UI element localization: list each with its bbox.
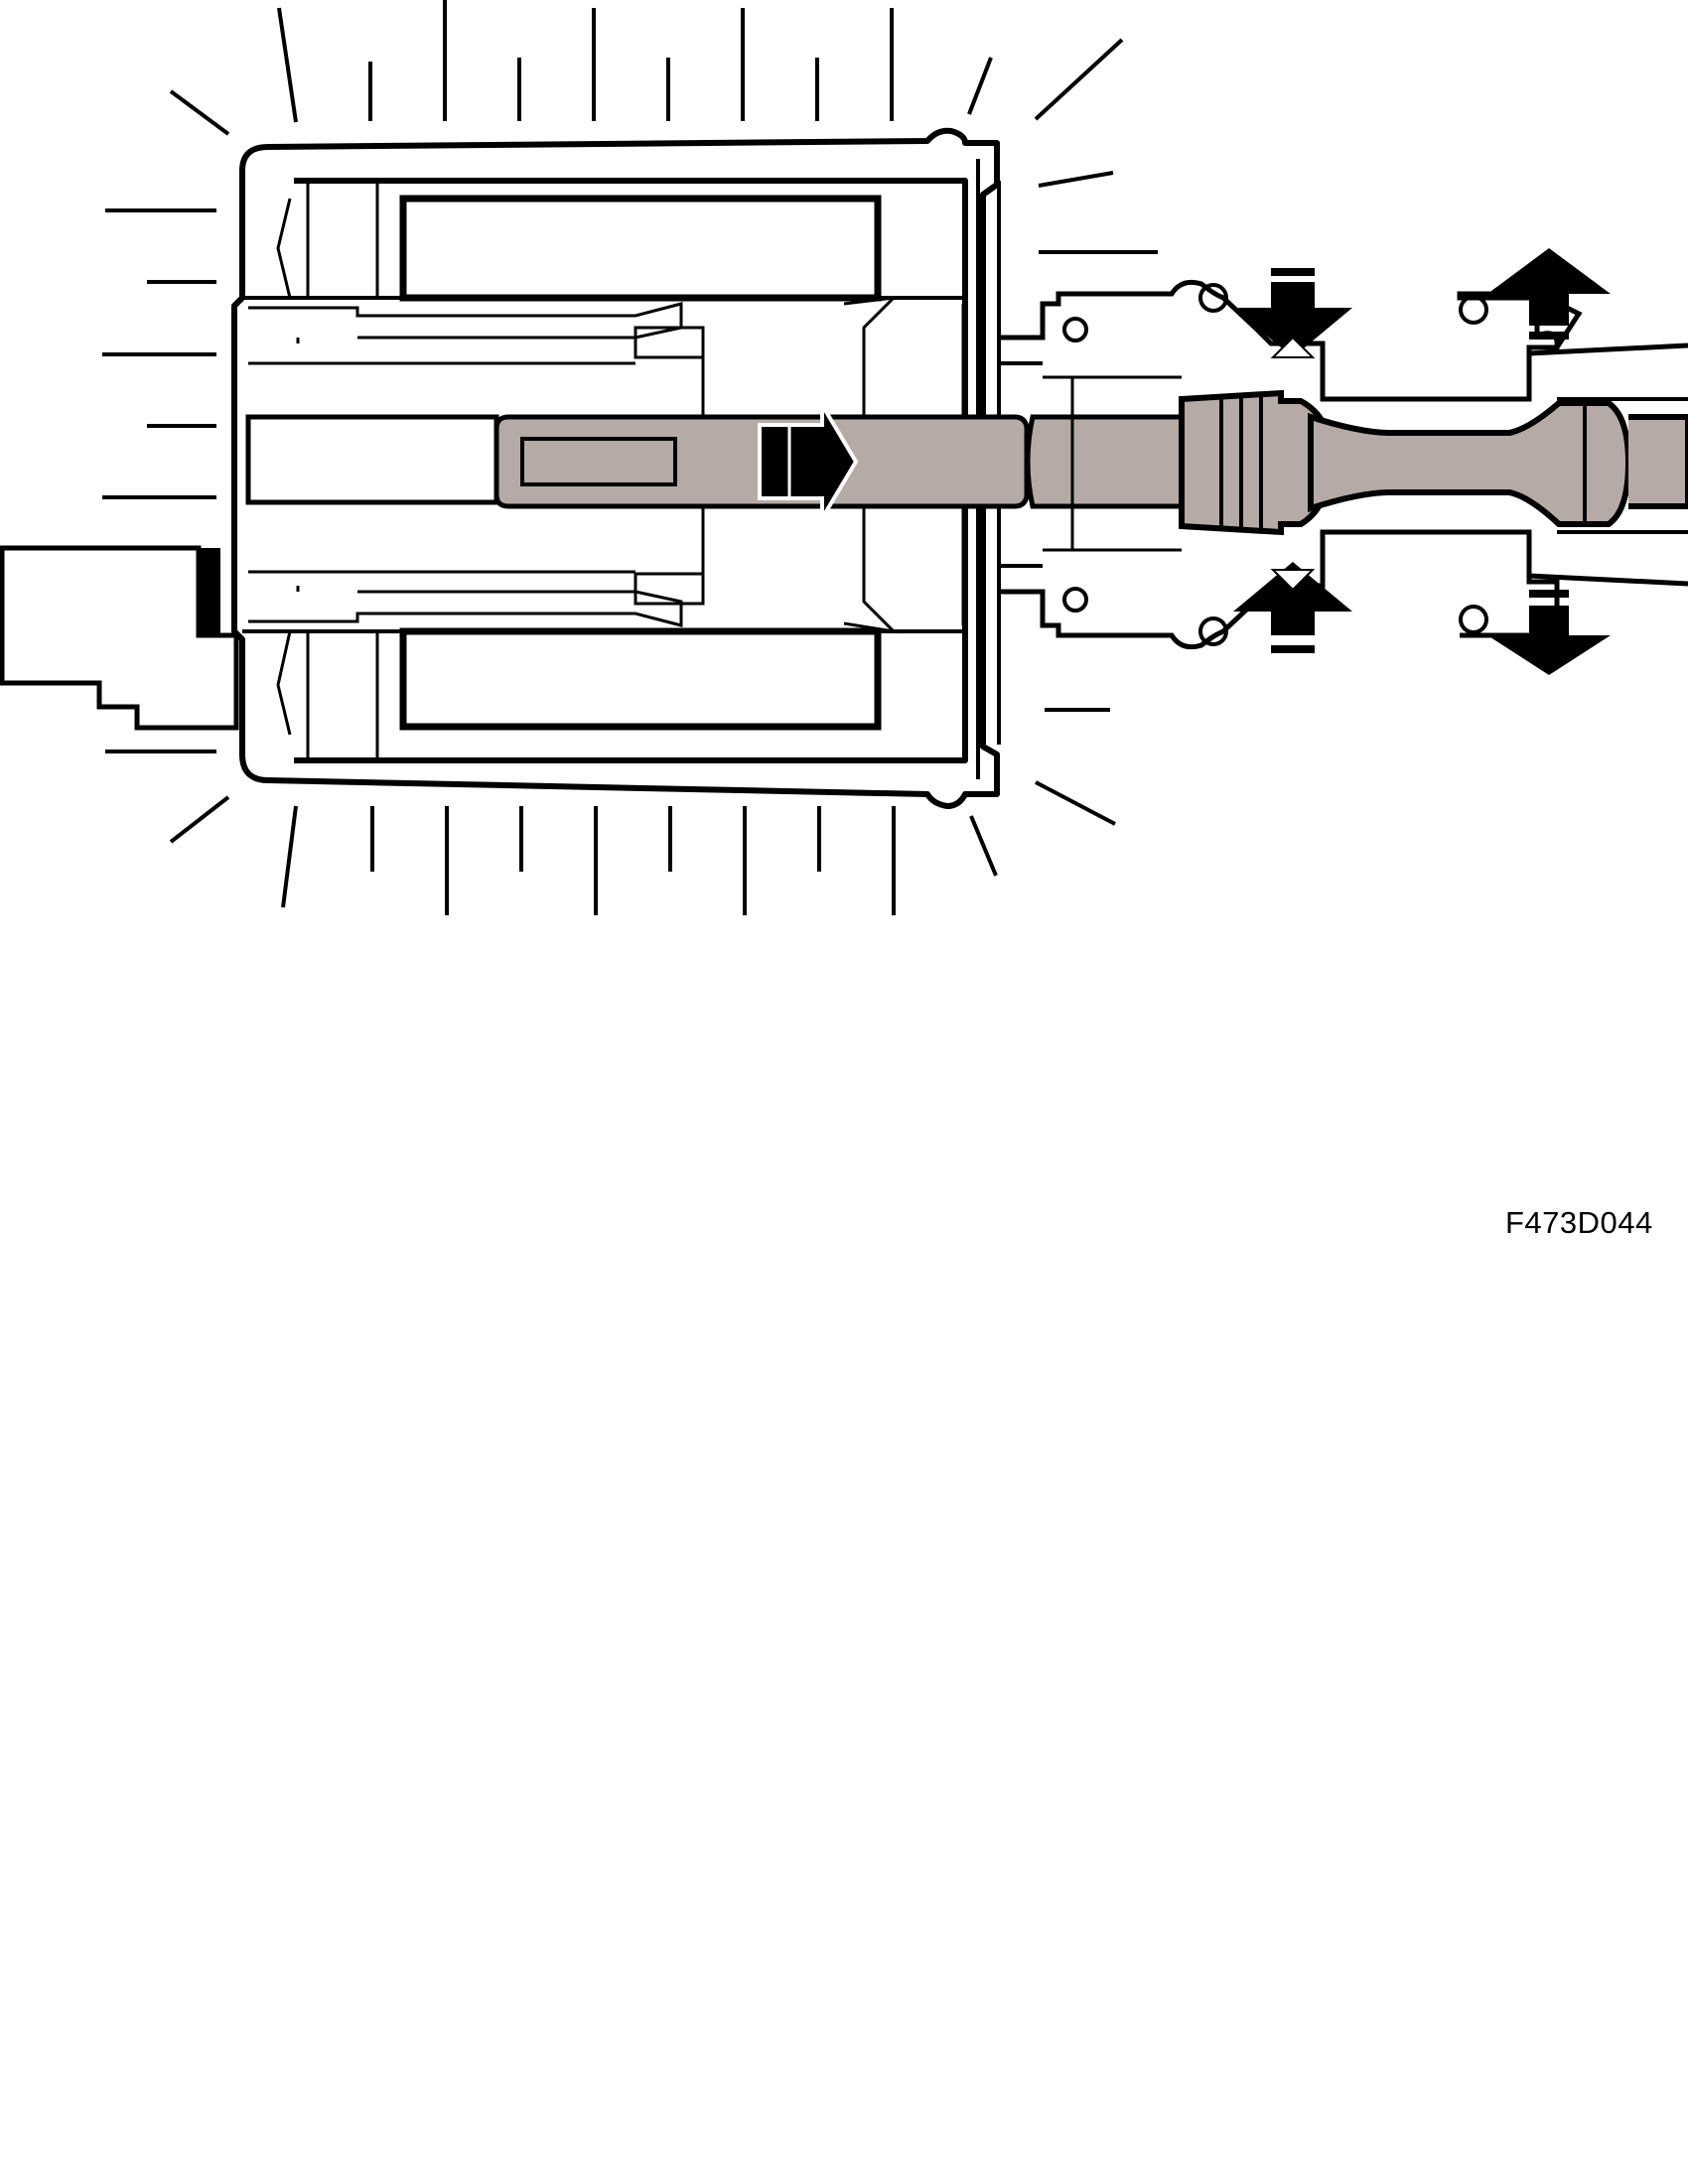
figure-code-label: F473D044 bbox=[1505, 1205, 1653, 1240]
flow-arrow-icon bbox=[1233, 248, 1611, 675]
port-notch bbox=[1270, 336, 1316, 592]
electrical-connector-icon bbox=[0, 545, 239, 731]
magnetic-field-lines-icon bbox=[102, 0, 1158, 915]
spool-valve-icon bbox=[1179, 389, 1688, 536]
coil-winding-icon bbox=[399, 195, 882, 731]
flow-arrow-icon bbox=[758, 397, 859, 526]
